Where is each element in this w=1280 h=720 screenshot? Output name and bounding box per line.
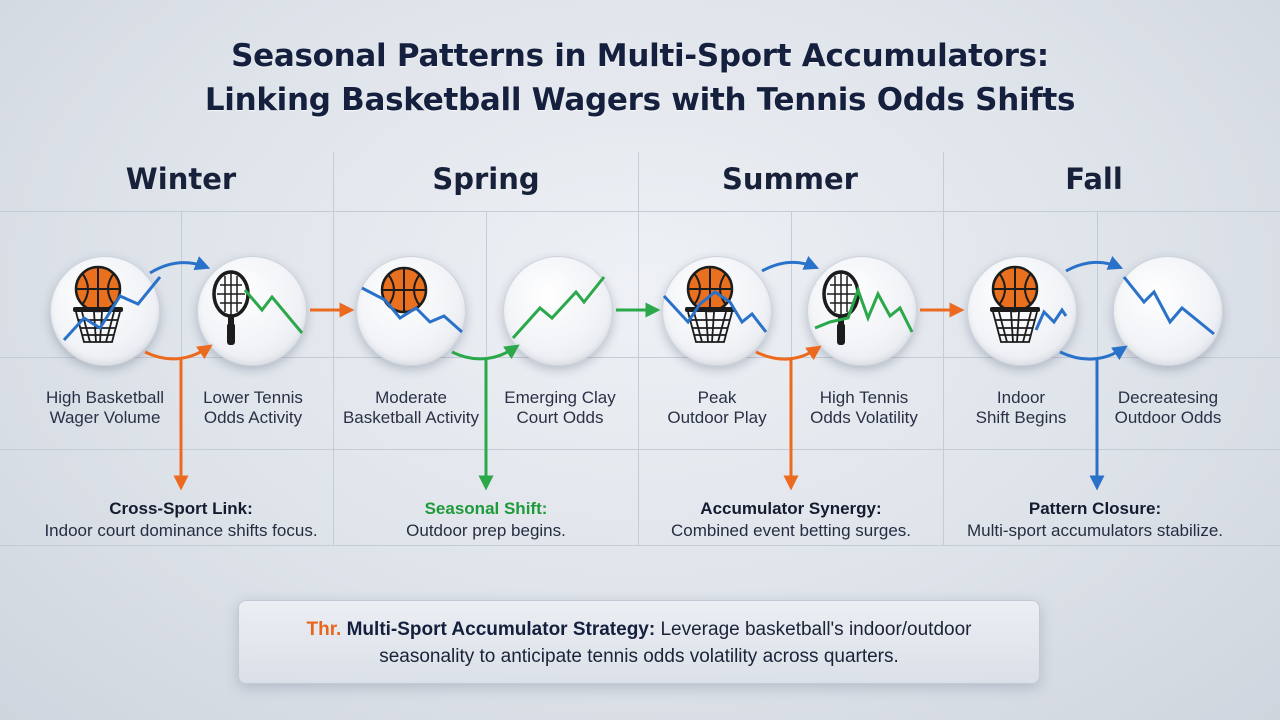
winter-top-arrow [149, 256, 211, 275]
summer-basketball-trend-line [662, 290, 768, 333]
fall-basketball-trend-line [1034, 307, 1068, 331]
fall-note-body: Multi-sport accumulators stabilize. [966, 521, 1224, 540]
grid-line-h-2 [0, 357, 1280, 358]
fall-odds-circle [1113, 256, 1223, 366]
basketball-hoop-icon [73, 265, 123, 343]
strategy-body-2: seasonality to anticipate tennis odds vo… [379, 646, 899, 667]
summer-note: Accumulator Synergy: Combined event bett… [641, 498, 941, 542]
winter-right-label: Lower Tennis Odds Activity [203, 388, 303, 427]
basketball-icon [380, 266, 428, 314]
winter-tennis-trend-line [243, 289, 304, 334]
season-header-spring: Spring [432, 162, 540, 196]
strategy-line-1: Thr. Multi-Sport Accumulator Strategy: L… [239, 616, 1039, 643]
fall-note-title: Pattern Closure: [1028, 499, 1162, 518]
winter-note-title: Cross-Sport Link: [109, 499, 253, 518]
fall-bottom-arrow [1059, 345, 1128, 361]
fall-odds-trend-line [1122, 276, 1215, 336]
strategy-heading: Multi-Sport Accumulator Strategy: [346, 619, 656, 640]
grid-line-v-2 [638, 152, 639, 545]
grid-line-h-4 [0, 545, 1280, 546]
winter-left-label: High Basketball Wager Volume [45, 388, 165, 427]
winter-basketball-circle [50, 256, 160, 366]
grid-line-v-1 [333, 152, 334, 545]
fall-left-label: Indoor Shift Begins [975, 388, 1067, 427]
fall-top-arrow [1065, 256, 1124, 273]
winter-bottom-arrow [144, 344, 213, 361]
season-header-winter: Winter [125, 162, 237, 196]
basketball-hoop-icon [990, 265, 1040, 343]
winter-tennis-circle [197, 256, 307, 366]
spring-note: Seasonal Shift: Outdoor prep begins. [336, 498, 636, 542]
summer-note-title: Accumulator Synergy: [700, 499, 882, 518]
winter-note-body: Indoor court dominance shifts focus. [44, 521, 318, 540]
page-title-line-2: Linking Basketball Wagers with Tennis Od… [204, 82, 1076, 118]
strategy-body-1: Leverage basketball's indoor/outdoor [660, 619, 972, 640]
summer-bottom-arrow [755, 345, 822, 361]
season-header-summer: Summer [722, 162, 858, 196]
summer-top-arrow [761, 256, 820, 273]
season-header-fall: Fall [1065, 162, 1123, 196]
fall-basketball-circle [967, 256, 1077, 366]
spring-note-body: Outdoor prep begins. [406, 521, 566, 540]
grid-line-v-6 [791, 211, 792, 449]
strategy-tag: Thr. [306, 619, 342, 640]
summer-right-label: High Tennis Odds Volatility [810, 388, 918, 427]
strategy-callout: Thr. Multi-Sport Accumulator Strategy: L… [238, 600, 1040, 684]
page-title-line-1: Seasonal Patterns in Multi-Sport Accumul… [231, 38, 1049, 74]
summer-left-label: Peak Outdoor Play [667, 388, 767, 427]
grid-line-v-7 [1097, 211, 1098, 449]
spring-basketball-trend-line [361, 286, 463, 334]
grid-line-h-3 [0, 449, 1280, 450]
spring-right-label: Emerging Clay Court Odds [504, 388, 616, 427]
grid-line-v-5 [486, 211, 487, 449]
grid-line-v-4 [181, 211, 182, 449]
summer-note-body: Combined event betting surges. [670, 521, 912, 540]
spring-bottom-arrow [451, 344, 520, 361]
spring-note-title: Seasonal Shift: [424, 499, 548, 518]
summer-tennis-trend-line [814, 285, 914, 333]
spring-odds-trend-line [511, 276, 606, 340]
summer-tennis-circle [807, 256, 917, 366]
spring-left-label: Moderate Basketball Activity [342, 388, 480, 427]
winter-basketball-trend-line [62, 276, 162, 342]
fall-right-label: Decreatesing Outdoor Odds [1114, 388, 1222, 427]
winter-note: Cross-Sport Link: Indoor court dominance… [31, 498, 331, 542]
fall-note: Pattern Closure: Multi-sport accumulator… [945, 498, 1245, 542]
grid-line-h-1 [0, 211, 1280, 212]
grid-line-v-3 [943, 152, 944, 545]
summer-basketball-circle [662, 256, 772, 366]
basketball-hoop-icon [685, 265, 735, 343]
